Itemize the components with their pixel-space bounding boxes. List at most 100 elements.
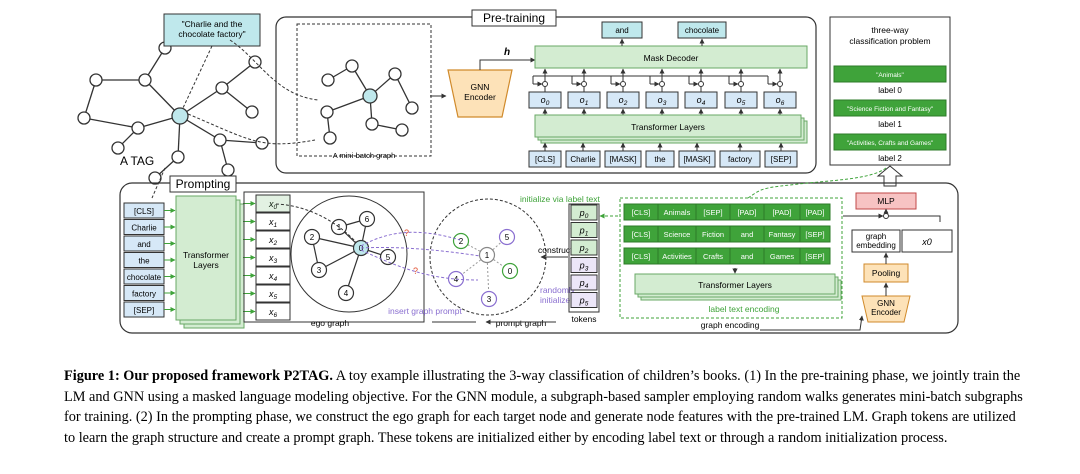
label-token-rows: [CLS]Animals[SEP][PAD][PAD][PAD][CLS]Sci… [623,203,831,274]
question-mark-2: ? [413,266,418,276]
o-merge-node [542,81,548,87]
ego-node [358,210,376,228]
prompt-transformer [175,195,237,321]
prompt-gnn-encoder [861,295,911,323]
label-token-box [799,203,831,221]
prompt-node-label: 1 [485,251,490,260]
prompt-node [480,290,498,308]
gnn-to-decoder-arrow [479,57,536,70]
label-token-text: [CLS] [632,252,651,261]
prompting-panel [119,182,959,334]
caption-text: A toy example illustrating the 3-way cla… [64,368,1023,446]
class-label-text: "Animals" [876,72,904,79]
o-token-text: o3 [658,95,667,107]
pretraining-title: Pre-training [483,11,545,25]
label-token-text: [PAD] [772,208,791,217]
o-merge-node [777,81,783,87]
tag-label: A TAG [120,154,154,168]
o-token-text: o4 [697,95,706,107]
o-token-text: o5 [737,95,746,107]
mask-decoder-text: Mask Decoder [644,53,699,63]
prompt-input-token-text: and [137,240,150,249]
p-token-box [570,274,598,291]
prompt-input-token-text: factory [132,290,156,299]
label-encoding-frame [619,197,843,319]
decoder-output-chocolate [677,21,727,39]
prompt-input-token-text: the [138,257,150,266]
init-label-text: initialize via label text [520,194,600,204]
label-token-text: [PAD] [737,208,756,217]
p-token-text: p2 [579,243,589,255]
ego-node-label: 4 [344,289,349,298]
label-token-text: Activities [662,252,692,261]
mlp-text: MLP [877,196,895,206]
o-token-text: o0 [541,95,550,107]
prompt-node [501,262,519,280]
pretraining-title-box [471,9,557,27]
prompt-input-token-text: [CLS] [134,207,154,216]
class-label-list: "Animals"label 0"Science Fiction and Fan… [833,65,947,163]
p-token-box [570,204,598,221]
x0-to-node-link [275,203,357,243]
tag-to-minibatch-link [187,113,316,145]
pretrain-transformer [534,114,802,138]
decoder-output-and [601,21,643,39]
ego-node-label: 3 [317,266,322,275]
class-label-text: "Science Fiction and Fantasy" [847,106,934,113]
mlp-merge-node [883,213,889,219]
x-token-text: x1 [268,217,278,229]
pretrain-input-token-text: [CLS] [535,155,555,164]
o-merge-node [659,81,665,87]
pretrain-input-token-text: [SEP] [771,155,791,164]
p-token-text: p5 [579,296,589,308]
x0-to-merge-line [889,215,941,222]
prompt-node [478,246,496,264]
pretrain-input-row: [CLS]Charlie[MASK]the[MASK]factory[SEP] [528,142,798,168]
x-token-box [255,212,291,231]
prompt-node-label: 0 [508,267,513,276]
book-title-box [163,13,261,47]
prompt-node [498,228,516,246]
tag-graph [77,41,269,185]
o-merge-node [620,81,626,87]
decoder-output-chocolate-text: chocolate [685,26,720,35]
pretrain-input-token-text: [MASK] [683,155,710,164]
tag-to-pretrain-link [229,39,319,101]
o-token-text: o1 [580,95,589,107]
mask-decoder [534,45,808,69]
construct-label: construct [538,245,573,255]
prompting-title: Prompting [176,177,231,191]
graph-encoding-to-gnn-arrow [760,315,864,331]
label-token-box [799,225,831,243]
tokens-label: tokens [571,314,596,324]
x-token-box [255,266,291,285]
ego-node-label: 6 [365,215,370,224]
x-token-text: x2 [268,235,278,247]
label-token-text: Fantasy [769,230,796,239]
ego-graph-circle [290,195,408,313]
class-label-id: label 1 [878,120,902,129]
o-token-text: o2 [619,95,628,107]
prompt-input-token-text: chocolate [127,273,162,282]
pretrain-input-token-text: Charlie [570,155,596,164]
insert-prompt-label: insert graph prompt [388,306,462,316]
x-token-text: x5 [268,289,278,301]
label-text-encoding-label: label text encoding [709,304,780,314]
tag-to-prompt-link [151,167,166,199]
tag-target-node [171,107,189,125]
prompt-input-token-text: Charlie [131,224,157,233]
label-token-text: Games [770,252,794,261]
x0-output-box [901,229,953,253]
p-token-text: p1 [579,226,589,238]
x0-output-text: x0 [921,237,932,247]
x-token-box [255,230,291,249]
minibatch-frame [296,23,432,157]
